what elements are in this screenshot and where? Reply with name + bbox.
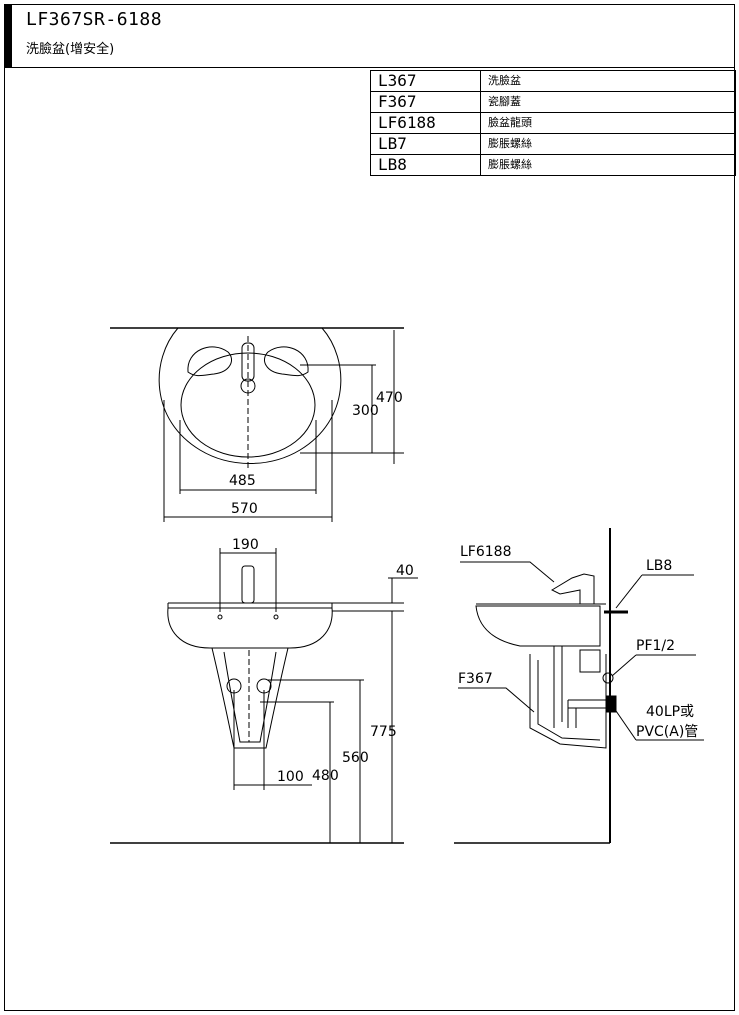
leader-bolt [615, 574, 643, 609]
mount-hole-icon [273, 614, 279, 620]
product-subtitle: 洗臉盆(增安全) [26, 42, 115, 57]
dim-label-300: 300 [352, 403, 379, 419]
pedestal-inner [223, 651, 277, 743]
basin-right-recess [264, 346, 309, 377]
dim-label-570: 570 [231, 501, 258, 517]
dim-label-560: 560 [342, 750, 369, 766]
model-title: LF367SR-6188 [26, 9, 163, 30]
leader-valve [611, 654, 637, 677]
pf-valve-icon [602, 672, 614, 684]
label-bolt: LB8 [646, 558, 672, 574]
dim-label-100: 100 [277, 769, 304, 785]
parts-row: LB8 膨脹螺絲 [370, 154, 736, 176]
pedestal-front [211, 647, 289, 749]
label-valve: PF1/2 [636, 638, 675, 654]
part-name: 洗臉盆 [480, 70, 736, 92]
parts-row: L367 洗臉盆 [370, 70, 736, 92]
trap-pipe [567, 699, 608, 728]
leader-faucet [460, 561, 555, 583]
title-block: LF367SR-6188 洗臉盆(增安全) [4, 4, 735, 68]
basin-side-profile [475, 605, 601, 647]
pedestal-inner-side [537, 660, 601, 741]
title-marker-bar [4, 4, 12, 68]
dim-label-40: 40 [396, 563, 414, 579]
label-drain-line2: PVC(A)管 [636, 724, 698, 740]
dim-label-480: 480 [312, 768, 339, 784]
label-faucet: LF6188 [460, 544, 511, 560]
pedestal-cover-side [529, 654, 607, 749]
leader-pedestal [458, 687, 535, 713]
drain-pipe [553, 646, 563, 728]
dim-label-775: 775 [370, 724, 397, 740]
label-pedestal: F367 [458, 671, 493, 687]
part-name: 膨脹螺絲 [480, 154, 736, 176]
parts-table: L367 洗臉盆 F367 瓷腳蓋 LF6188 臉盆龍頭 LB7 膨脹螺絲 L… [370, 70, 736, 176]
top-view: 485 570 300 470 [110, 327, 404, 522]
faucet-front-icon [241, 565, 255, 604]
leader-drain [613, 707, 637, 741]
dim-label-470: 470 [376, 390, 403, 406]
supply-valve-side [579, 649, 601, 673]
label-drain-line1: 40LP或 [646, 704, 694, 720]
basin-front-profile [167, 607, 333, 649]
faucet-side-icon [550, 573, 595, 605]
side-view: LF6188 LB8 PF1/2 F367 40LP或 PVC(A)管 [454, 528, 704, 844]
basin-left-recess [187, 346, 232, 377]
part-code: LB8 [370, 154, 481, 176]
front-view: 190 40 775 560 480 100 [110, 537, 418, 844]
drain-outlet-icon [605, 695, 617, 713]
dim-label-485: 485 [229, 473, 256, 489]
part-code: LB7 [370, 133, 481, 155]
sheet-border [4, 4, 735, 1011]
mount-hole-icon [217, 614, 223, 620]
basin-outer-rim [158, 327, 342, 464]
parts-row: LF6188 臉盆龍頭 [370, 112, 736, 134]
dim-label-190: 190 [232, 537, 259, 553]
